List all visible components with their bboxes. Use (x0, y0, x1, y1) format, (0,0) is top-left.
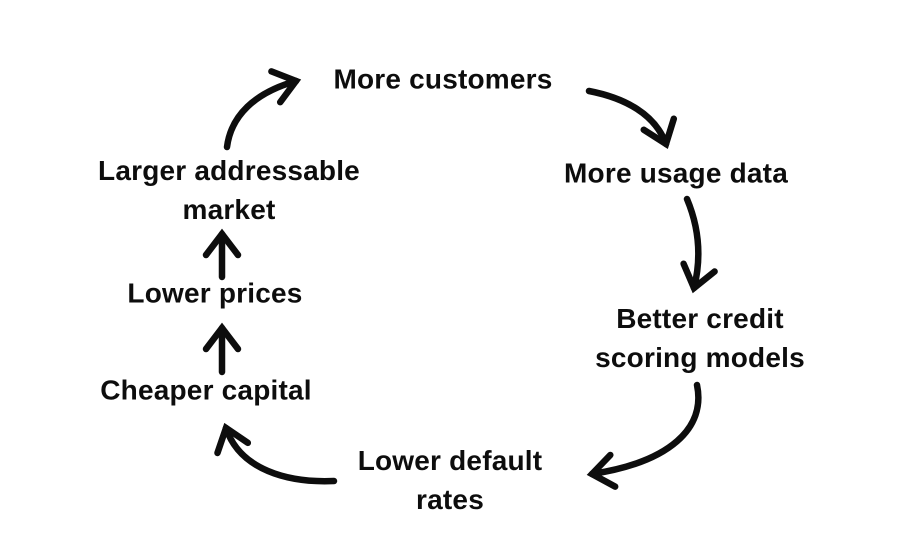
node-more-usage-data: More usage data (564, 157, 788, 189)
node-more-customers: More customers (333, 63, 553, 95)
arrow-better-credit-to-lower-default-rates (586, 381, 702, 490)
arrow-more-usage-data-to-better-credit (680, 195, 718, 294)
node-lower-default-rates: Lower default rates (357, 444, 543, 515)
node-larger-addressable-market: Larger addressable market (98, 154, 360, 225)
node-lower-prices: Lower prices (127, 277, 303, 309)
arrow-larger-market-to-more-customers (223, 68, 302, 151)
arrow-more-customers-to-more-usage-data (585, 87, 678, 150)
node-cheaper-capital: Cheaper capital (100, 374, 312, 406)
arrow-lower-default-rates-to-cheaper-capital (214, 422, 338, 485)
node-better-credit-scoring-models: Better credit scoring models (595, 302, 805, 373)
